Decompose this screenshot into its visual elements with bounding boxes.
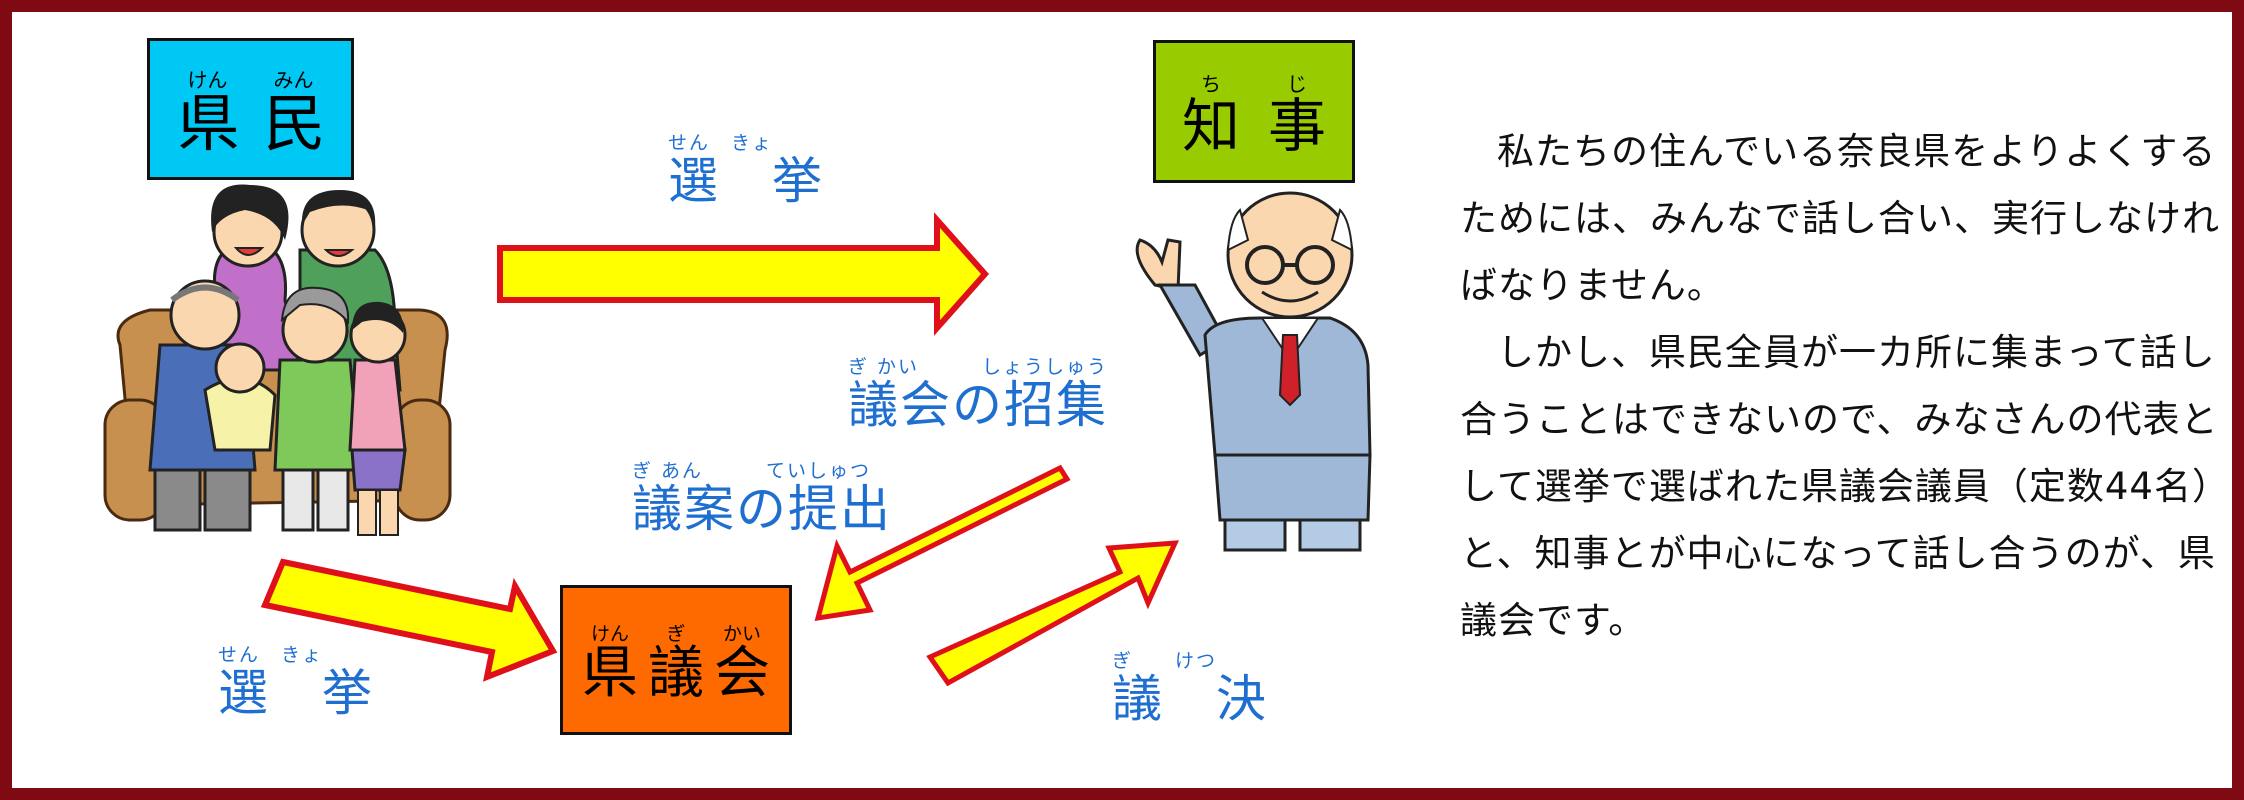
- kengikai-title: 県 議 会: [582, 640, 770, 706]
- kenmin-box: けん みん 県 民: [147, 38, 354, 180]
- description-paragraph-2: しかし、県民全員が一カ所に集まって話し合うことはできないので、みなさんの代表とし…: [1460, 331, 2230, 642]
- label-election-top-text: 選 挙: [668, 152, 824, 210]
- governor-illustration: [1135, 191, 1372, 552]
- label-resolution-ruby: ぎ けつ: [1112, 650, 1218, 672]
- label-election-top: せん きょ 選 挙: [668, 128, 824, 208]
- description-paragraph-1: 私たちの住んでいる奈良県をよりよくするためには、みんなで話し合い、実行しなければ…: [1460, 130, 2220, 307]
- label-resolution: ぎ けつ 議 決: [1112, 646, 1268, 726]
- arrow-assembly-to-governor: [926, 540, 1180, 687]
- chiji-ruby: ち じ: [1201, 72, 1307, 96]
- arrow-election-to-governor: [497, 212, 990, 336]
- kenmin-title: 県 民: [177, 86, 326, 160]
- family-illustration: [103, 184, 452, 536]
- label-election-bottom-text: 選 挙: [218, 664, 374, 722]
- label-assembly-call-ruby: ぎ かい しょうしゅう: [848, 356, 1109, 378]
- label-resolution-text: 議 決: [1112, 670, 1268, 728]
- label-election-bottom-ruby: せん きょ: [218, 644, 324, 666]
- kengikai-ruby: けん ぎ かい: [590, 622, 761, 645]
- label-bill-submission: ぎ あん ていしゅつ 議案の提出: [632, 456, 892, 536]
- label-assembly-call: ぎ かい しょうしゅう 議会の招集: [848, 352, 1108, 432]
- label-bill-submission-text: 議案の提出: [632, 480, 892, 538]
- chiji-title: 知 事: [1181, 92, 1326, 160]
- label-election-bottom: せん きょ 選 挙: [218, 640, 374, 720]
- description-text: 私たちの住んでいる奈良県をよりよくするためには、みんなで話し合い、実行しなければ…: [1460, 118, 2230, 654]
- arrow-election-to-assembly: [260, 558, 558, 682]
- label-election-top-ruby: せん きょ: [668, 132, 774, 154]
- chiji-box: ち じ 知 事: [1153, 40, 1355, 183]
- kenmin-ruby: けん みん: [187, 67, 314, 92]
- kengikai-box: けん ぎ かい 県 議 会: [560, 585, 792, 735]
- arrow-governor-to-assembly: [814, 464, 1071, 622]
- label-bill-submission-ruby: ぎ あん ていしゅつ: [632, 460, 872, 482]
- label-assembly-call-text: 議会の招集: [848, 376, 1108, 434]
